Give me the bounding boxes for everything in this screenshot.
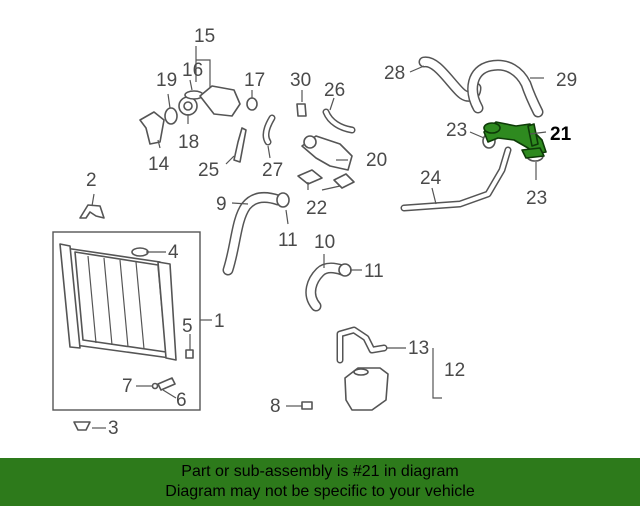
highlighted-part-21[interactable]	[483, 121, 547, 159]
callout-3: 3	[108, 418, 119, 439]
hose-clip-8-part[interactable]	[301, 401, 313, 410]
callout-15: 15	[194, 26, 215, 47]
callout-6: 6	[176, 390, 187, 411]
radiator-cap-part[interactable]	[131, 247, 149, 257]
hose-29-part[interactable]	[467, 59, 544, 118]
callout-12: 12	[444, 360, 465, 381]
bypass-pipe-25-part[interactable]	[233, 127, 247, 163]
callout-14: 14	[148, 154, 170, 175]
callout-18: 18	[178, 132, 199, 153]
radiator-bracket-part[interactable]	[79, 204, 105, 219]
callout-10: 10	[314, 232, 335, 253]
water-outlet-housing-part[interactable]	[199, 85, 241, 117]
callout-7: 7	[122, 376, 133, 397]
callout-26: 26	[324, 80, 345, 101]
info-banner: Part or sub-assembly is #21 in diagram D…	[0, 458, 640, 506]
callout-2: 2	[86, 170, 97, 191]
banner-line-1: Part or sub-assembly is #21 in diagram	[181, 463, 459, 480]
callout-23-right: 23	[526, 188, 547, 209]
callout-5: 5	[182, 316, 193, 337]
callout-29: 29	[556, 70, 577, 91]
drain-cock-part[interactable]	[73, 421, 91, 431]
water-pipe-24-part[interactable]	[400, 146, 512, 212]
callout-24: 24	[420, 168, 442, 189]
drain-plug-part[interactable]	[185, 349, 194, 359]
coolant-reservoir-part[interactable]	[344, 367, 389, 411]
callout-27: 27	[262, 160, 283, 181]
overflow-hose-part[interactable]	[336, 326, 388, 364]
callout-23-left: 23	[446, 120, 467, 141]
leader-lines	[91, 46, 547, 429]
washer-part[interactable]	[151, 382, 159, 390]
bypass-hose-27-part[interactable]	[262, 114, 276, 146]
callout-1: 1	[214, 311, 225, 332]
o-ring-17-part[interactable]	[246, 97, 258, 111]
gasket-22a-part[interactable]	[297, 169, 323, 185]
radiator-part[interactable]	[59, 243, 177, 361]
callout-20: 20	[366, 150, 387, 171]
hose-26-part[interactable]	[322, 108, 356, 134]
callout-17: 17	[244, 70, 265, 91]
lower-radiator-hose-part[interactable]	[305, 262, 348, 312]
callout-19: 19	[156, 70, 177, 91]
callout-25: 25	[198, 160, 219, 181]
bolt-part[interactable]	[157, 377, 176, 391]
sensor-30-part[interactable]	[296, 103, 307, 117]
callout-28: 28	[384, 63, 405, 84]
water-pipe-20-part[interactable]	[301, 135, 353, 171]
callout-16: 16	[182, 60, 203, 81]
water-inlet-part[interactable]	[139, 111, 165, 145]
callout-4: 4	[168, 242, 179, 263]
clamp-11-upper-part[interactable]	[276, 192, 290, 208]
banner-line-2: Diagram may not be specific to your vehi…	[165, 483, 475, 500]
callout-13: 13	[408, 338, 429, 359]
callout-11-upper: 11	[278, 230, 298, 251]
parts-diagram: 1 2 3 4 5 6 7 8 9 10 11 11 12 13 14 15 1…	[52, 26, 577, 439]
upper-radiator-hose-part[interactable]	[222, 192, 284, 276]
gasket-19-part[interactable]	[164, 107, 178, 125]
callout-22: 22	[306, 198, 327, 219]
gasket-22b-part[interactable]	[333, 173, 355, 189]
callout-9: 9	[216, 194, 227, 215]
callout-11-lower: 11	[364, 261, 384, 282]
callout-30: 30	[290, 70, 311, 91]
callout-21: 21	[550, 124, 572, 145]
callout-8: 8	[270, 396, 281, 417]
radiator-assembly-box	[52, 231, 201, 411]
clamp-11-lower-part[interactable]	[338, 263, 352, 277]
